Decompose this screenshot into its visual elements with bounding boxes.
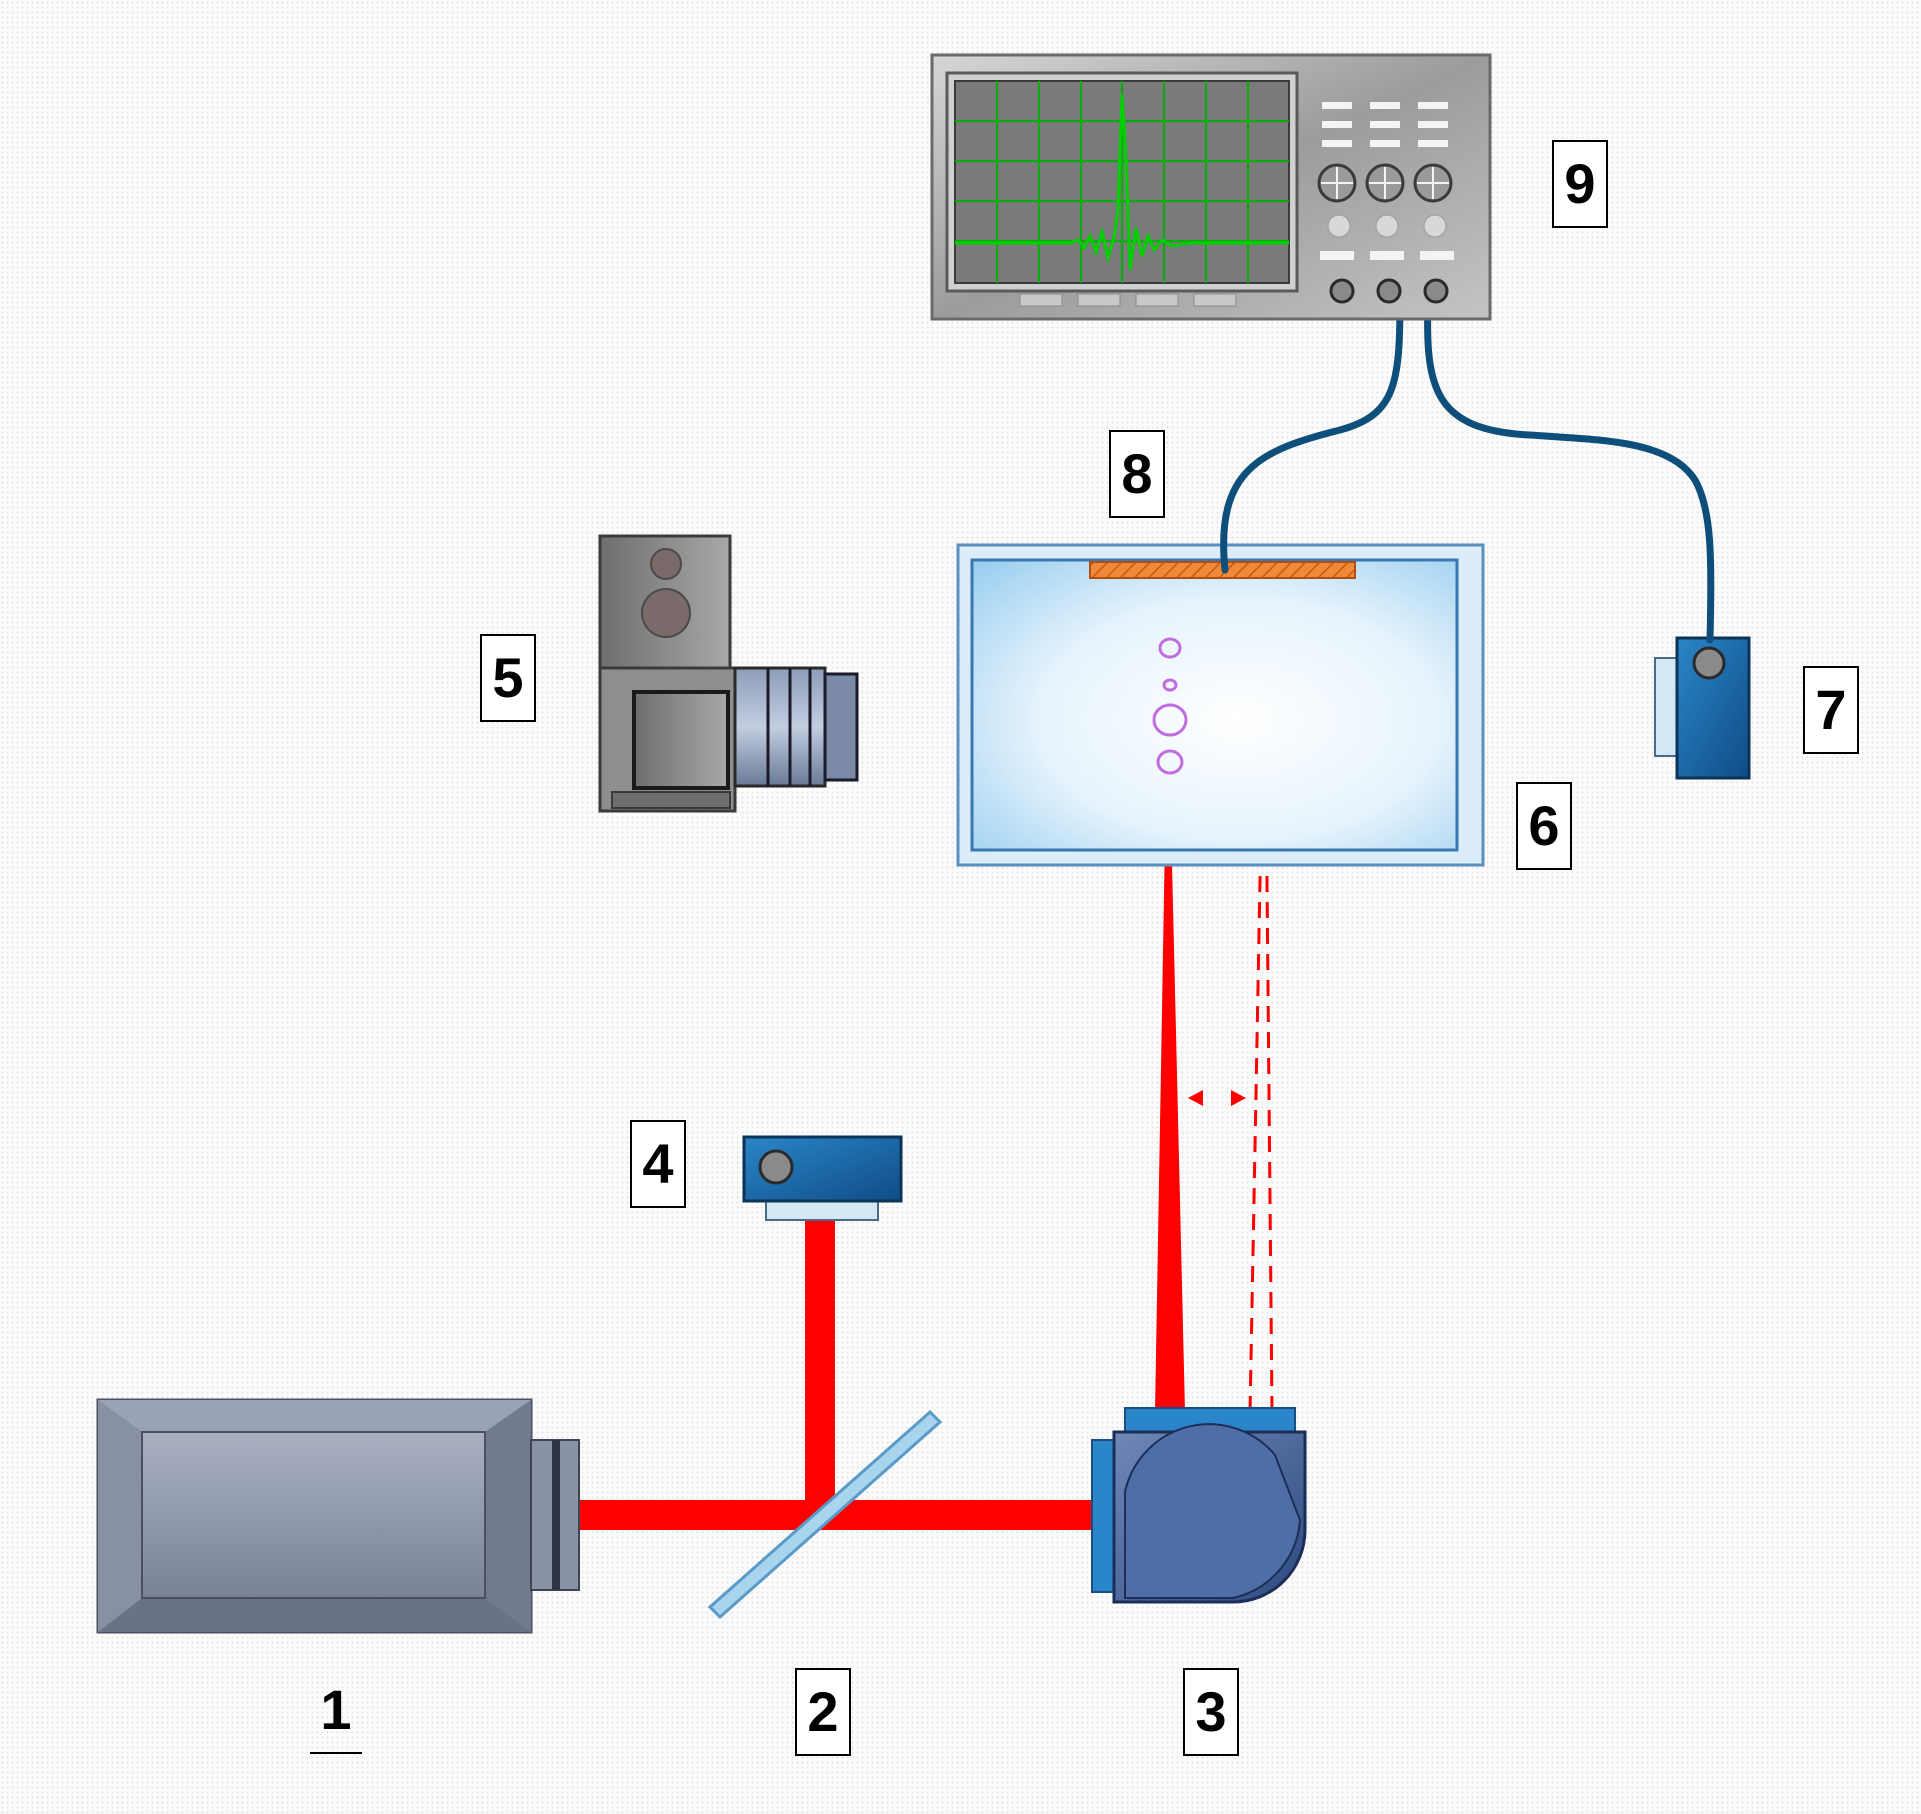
label-water-tank: 6 — [1516, 782, 1572, 870]
label-beam-splitter: 2 — [795, 1668, 851, 1756]
probe-photodetector-icon — [1654, 636, 1751, 780]
galvo-scanner-icon — [1091, 1407, 1307, 1604]
scope-input-connectors — [1329, 278, 1449, 304]
scope-panel-buttons — [1322, 102, 1448, 147]
beam-splitter-to-reference-detector — [805, 1210, 835, 1515]
scope-round-buttons — [1327, 214, 1447, 238]
oscilloscope-icon — [930, 53, 1492, 321]
label-camera: 5 — [480, 634, 536, 722]
laser-box-icon — [96, 1398, 580, 1634]
beam-splitter-plate-icon — [707, 1409, 943, 1620]
scanned-beam-dashed — [1248, 774, 1274, 1413]
scope-bottom-buttons — [1019, 293, 1237, 307]
cavitation-bubbles — [1152, 637, 1188, 775]
label-laser: 1 — [310, 1668, 362, 1754]
label-transducer: 8 — [1109, 430, 1165, 518]
camera-icon — [598, 534, 859, 813]
label-scanner: 3 — [1183, 1668, 1239, 1756]
water-tank-icon — [956, 543, 1485, 867]
beam-scanner-to-tank — [1155, 780, 1185, 1412]
scope-lower-buttons — [1320, 251, 1454, 260]
signal-cables — [1220, 296, 1715, 644]
label-probe-detector: 7 — [1803, 666, 1859, 754]
photodetector-icon — [742, 1135, 903, 1221]
scope-knobs — [1317, 163, 1453, 203]
scope-trace — [955, 94, 1289, 271]
label-oscilloscope: 9 — [1552, 140, 1608, 228]
scan-direction-arrows — [1188, 1090, 1246, 1106]
label-reference-detector: 4 — [630, 1120, 686, 1208]
